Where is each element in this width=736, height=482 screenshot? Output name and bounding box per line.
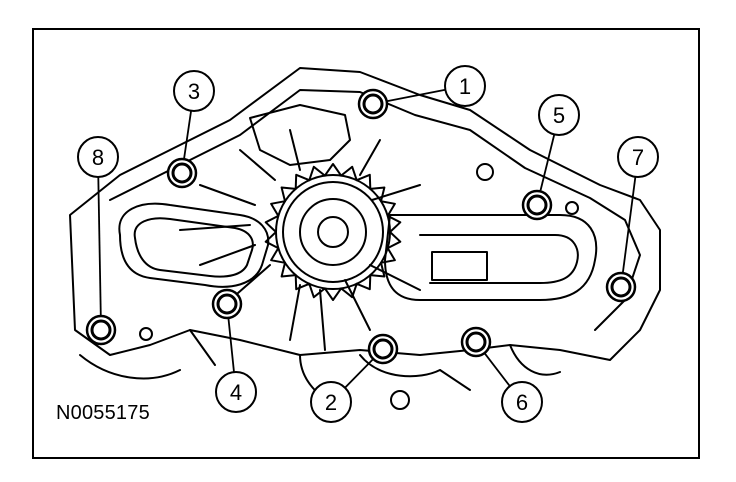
bolt-1 xyxy=(357,88,389,120)
bolt-6 xyxy=(460,326,492,358)
callout-5: 5 xyxy=(538,94,580,136)
upper-vane-slot xyxy=(249,104,351,166)
impeller-hub xyxy=(264,163,402,301)
lower-left-mount xyxy=(79,329,216,380)
callout-4: 4 xyxy=(215,371,257,413)
pump-channel-left xyxy=(118,202,270,288)
callout-3-label: 3 xyxy=(188,79,200,104)
bolt-3 xyxy=(166,157,198,189)
pump-channel-left-inner xyxy=(133,217,254,278)
bolt-2 xyxy=(367,333,399,365)
pump-channel-right-inner xyxy=(419,234,579,284)
callout-6: 6 xyxy=(501,381,543,423)
reference-hole-bottom xyxy=(390,390,410,410)
callout-8-label: 8 xyxy=(92,145,104,170)
callout-5-label: 5 xyxy=(553,103,565,128)
lower-bracket xyxy=(299,344,561,406)
bolt-4 xyxy=(211,288,243,320)
callout-1: 1 xyxy=(444,65,486,107)
leader-line-2 xyxy=(344,358,374,389)
callout-3: 3 xyxy=(173,70,215,112)
housing-inner-edge xyxy=(109,89,641,331)
callout-4-label: 4 xyxy=(230,380,242,405)
pump-channel-right xyxy=(384,214,598,301)
pump-recess xyxy=(431,251,488,281)
housing-outline xyxy=(69,67,661,361)
leader-line-6 xyxy=(483,352,511,387)
leader-line-5 xyxy=(539,134,556,192)
bolt-7 xyxy=(605,271,637,303)
callout-6-label: 6 xyxy=(516,390,528,415)
bolt-8 xyxy=(85,314,117,346)
callout-1-label: 1 xyxy=(459,74,471,99)
leader-line-4 xyxy=(227,317,235,373)
callout-2-label: 2 xyxy=(325,390,337,415)
callout-7: 7 xyxy=(617,136,659,178)
bolt-5 xyxy=(521,189,553,221)
figure-code: N0055175 xyxy=(56,402,150,424)
reference-hole-left xyxy=(139,327,153,341)
leader-lines xyxy=(97,88,637,389)
callout-7-label: 7 xyxy=(632,145,644,170)
reference-hole-upper xyxy=(476,163,494,181)
leader-line-7 xyxy=(621,176,637,274)
leader-line-1 xyxy=(386,88,446,103)
bolts xyxy=(85,88,637,365)
callout-8: 8 xyxy=(77,136,119,178)
callout-2: 2 xyxy=(310,381,352,423)
reference-hole-right xyxy=(565,201,579,215)
leader-line-3 xyxy=(183,110,192,160)
leader-line-8 xyxy=(97,176,102,317)
callout-group: 1 2 3 4 5 6 7 8 xyxy=(77,65,659,423)
